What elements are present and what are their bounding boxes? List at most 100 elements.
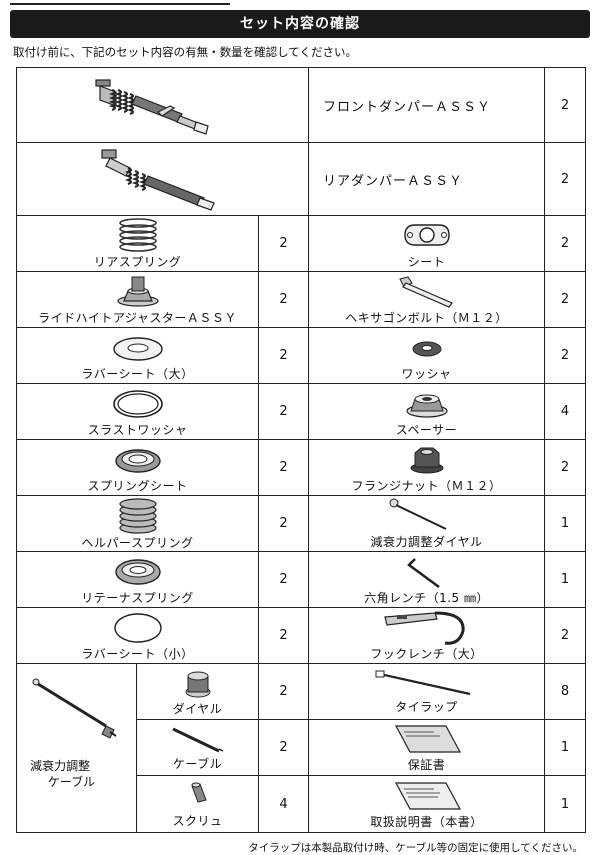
spacer-cell: スペーサー (308, 383, 546, 440)
hex-bolt-label: ヘキサゴンボルト（Ｍ１２） (345, 311, 508, 325)
cable-tie-icon (375, 670, 470, 696)
rubber-seat-small-cell: ラバーシート（小） (16, 607, 259, 664)
rear-damper-icon (100, 149, 215, 211)
warranty-card-cell: 保証書 (308, 719, 546, 776)
ride-height-adjuster-icon (116, 276, 159, 307)
rear-spring-qty: 2 (257, 215, 310, 272)
screw-cell: スクリュ (136, 775, 259, 833)
top-rule (10, 3, 230, 5)
section-header: セット内容の確認 (10, 10, 590, 38)
dial-qty: 2 (257, 663, 310, 720)
flange-nut-icon (410, 447, 444, 474)
spring-seat-cell: スプリングシート (16, 439, 259, 496)
rubber-seat-small-icon (113, 613, 162, 643)
hook-wrench-icon (383, 611, 465, 645)
table-row: フロントダンパーＡＳＳＹ 2 (15, 67, 587, 143)
cable-qty: 2 (257, 719, 310, 776)
manual-label: 取扱説明書（本書） (370, 814, 483, 829)
cable-tie-cell: タイラップ (308, 663, 546, 720)
rear-damper-qty: 2 (544, 142, 587, 216)
spring-seat-qty: 2 (257, 439, 310, 496)
hex-bolt-qty: 2 (544, 271, 587, 328)
front-damper-image-cell (15, 67, 310, 143)
damping-dial-tool-qty: 1 (544, 495, 587, 552)
rubber-seat-small-label: ラバーシート（小） (81, 647, 194, 661)
dial-label: ダイヤル (172, 702, 223, 716)
damping-dial-tool-cell: 減衰力調整ダイヤル (308, 495, 546, 552)
hook-wrench-cell: フックレンチ（大） (308, 607, 546, 664)
adjust-cable-label: 減衰力調整 ケーブル (25, 758, 95, 790)
front-damper-qty: 2 (544, 67, 587, 143)
adjust-cable-label-line1: 減衰力調整 (30, 759, 91, 773)
front-damper-icon (94, 79, 209, 135)
spring-seat-icon (114, 449, 161, 473)
spring-seat-label: スプリングシート (87, 479, 188, 493)
hex-wrench-label: 六角レンチ（1.5 ㎜） (364, 591, 489, 605)
hex-bolt-cell: ヘキサゴンボルト（Ｍ１２） (308, 271, 546, 328)
hook-wrench-label: フックレンチ（大） (370, 647, 483, 661)
spacer-icon (405, 394, 448, 418)
ride-height-adjuster-qty: 2 (257, 271, 310, 328)
rear-spring-icon (118, 218, 157, 252)
rear-damper-image-cell (15, 142, 310, 216)
table-row: ヘルパースプリング 2 減衰力調整ダイヤル 1 (16, 495, 587, 552)
thrust-washer-qty: 2 (257, 383, 310, 440)
retainer-spring-label: リテーナスプリング (81, 591, 194, 605)
table-row: スクリュ 4 取扱説明書（本書） 1 (17, 775, 587, 833)
ride-height-adjuster-cell: ライドハイトアジャスターＡＳＳＹ (16, 271, 259, 328)
rear-spring-label: リアスプリング (93, 255, 182, 269)
front-damper-label: フロントダンパーＡＳＳＹ (308, 67, 546, 143)
warranty-card-label: 保証書 (407, 758, 446, 772)
rubber-seat-small-qty: 2 (257, 607, 310, 664)
table-row: リアスプリング 2 シート 2 (16, 215, 587, 272)
helper-spring-icon (118, 498, 157, 534)
retainer-spring-cell: リテーナスプリング (16, 551, 259, 608)
damping-dial-tool-label: 減衰力調整ダイヤル (370, 535, 483, 549)
washer-qty: 2 (544, 327, 587, 384)
warranty-card-qty: 1 (544, 719, 587, 776)
instruction-text: 取付け前に、下記のセット内容の有無・数量を確認してください。 (13, 45, 357, 59)
thrust-washer-icon (112, 390, 163, 418)
thrust-washer-label: スラストワッシャ (87, 423, 188, 437)
cable-tie-label: タイラップ (395, 700, 458, 714)
hex-wrench-qty: 1 (544, 551, 587, 608)
adjust-cable-cell: 減衰力調整 ケーブル (16, 663, 137, 833)
seat-qty: 2 (544, 215, 587, 272)
manual-qty: 1 (544, 775, 587, 833)
hex-bolt-icon (398, 276, 453, 308)
seat-label: シート (407, 255, 446, 269)
seat-plate-icon (403, 224, 450, 246)
warranty-card-icon (394, 725, 461, 753)
table-row: ラバーシート（大） 2 ワッシャ 2 (16, 327, 587, 384)
screw-qty: 4 (257, 775, 310, 833)
rear-spring-cell: リアスプリング (16, 215, 259, 272)
table-row: ラバーシート（小） 2 フックレンチ（大） 2 (16, 607, 587, 664)
table-row: リアダンパーＡＳＳＹ 2 (15, 142, 587, 216)
helper-spring-qty: 2 (257, 495, 310, 552)
cable-label: ケーブル (172, 757, 223, 771)
flange-nut-label: フランジナット（Ｍ１２） (351, 479, 502, 493)
screw-label: スクリュ (172, 813, 223, 828)
dial-cell: ダイヤル (136, 663, 259, 720)
ride-height-adjuster-label: ライドハイトアジャスターＡＳＳＹ (38, 311, 237, 325)
hex-wrench-icon (406, 558, 440, 589)
retainer-spring-qty: 2 (257, 551, 310, 608)
adjust-cable-label-line2: ケーブル (47, 775, 96, 789)
spacer-label: スペーサー (395, 423, 458, 437)
manual-icon (394, 781, 461, 810)
damping-dial-tool-icon (389, 498, 446, 530)
manual-cell: 取扱説明書（本書） (308, 775, 546, 833)
washer-cell: ワッシャ (308, 327, 546, 384)
washer-icon (412, 341, 442, 357)
parts-table: フロントダンパーＡＳＳＹ 2 リアダンパーＡＳＳＹ 2 (15, 67, 587, 833)
seat-cell: シート (308, 215, 546, 272)
table-row: リテーナスプリング 2 六角レンチ（1.5 ㎜） 1 (16, 551, 587, 608)
table-row: スラストワッシャ 2 スペーサー 4 (16, 383, 587, 440)
cable-tie-qty: 8 (544, 663, 587, 720)
adjust-cable-icon (32, 678, 117, 739)
hook-wrench-qty: 2 (544, 607, 587, 664)
helper-spring-label: ヘルパースプリング (81, 536, 194, 550)
flange-nut-cell: フランジナット（Ｍ１２） (308, 439, 546, 496)
cable-icon (171, 727, 223, 753)
rear-damper-label: リアダンパーＡＳＳＹ (308, 142, 546, 216)
